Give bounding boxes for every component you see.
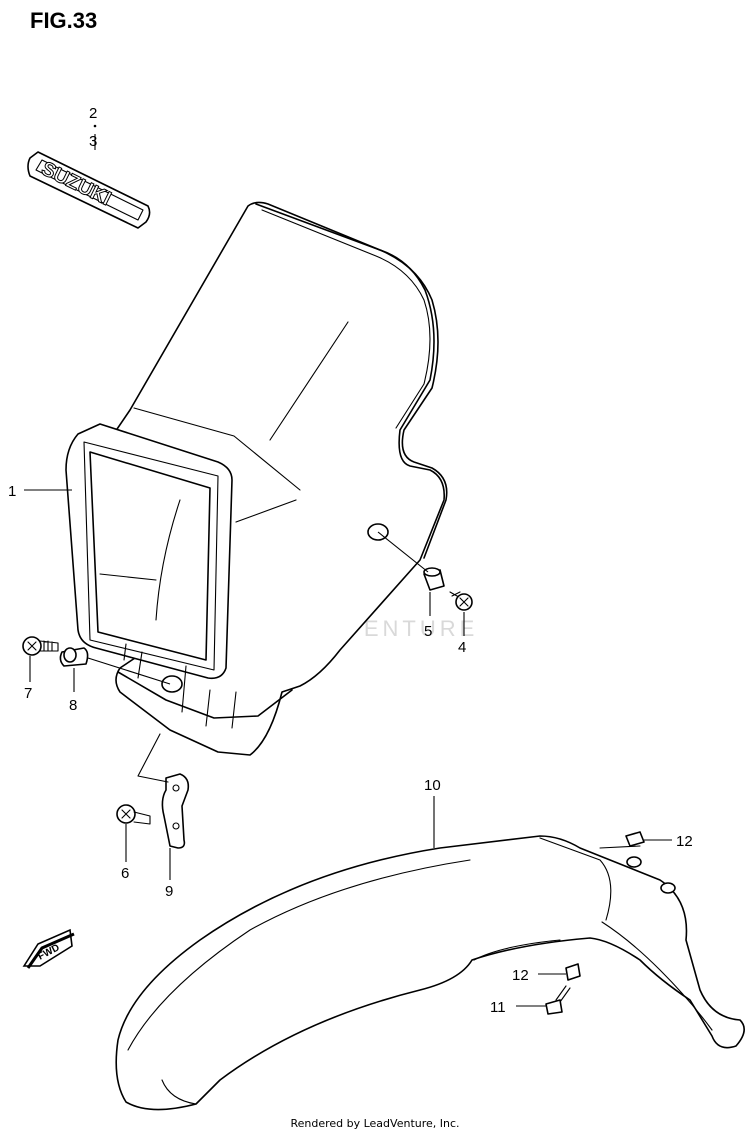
leader-lines	[24, 124, 672, 1007]
callout-10: 10	[424, 777, 441, 794]
nut-12-top	[625, 831, 645, 847]
figure-title: FIG.33	[30, 8, 98, 33]
bolt-6	[116, 804, 151, 825]
spacer-5	[423, 567, 445, 591]
callout-12-lower: 12	[512, 967, 529, 984]
callout-3: 3	[89, 133, 97, 150]
footer-credit: Rendered by LeadVenture, Inc.	[290, 1117, 460, 1130]
front-fender	[115, 835, 745, 1111]
bolt-7	[22, 636, 59, 656]
bracket	[137, 733, 190, 849]
spacer-8	[59, 647, 89, 667]
callout-5: 5	[424, 623, 432, 640]
callout-4: 4	[458, 639, 466, 656]
callout-2: 2	[89, 105, 97, 122]
screw-4	[449, 591, 473, 611]
callout-6: 6	[121, 865, 129, 882]
callout-12-top: 12	[676, 833, 693, 850]
callout-11: 11	[490, 999, 506, 1016]
callout-9: 9	[165, 883, 173, 900]
bolt-11	[545, 985, 571, 1015]
callout-7: 7	[24, 685, 32, 702]
callout-1: 1	[8, 483, 16, 500]
nut-12-lower	[565, 963, 581, 981]
callout-8: 8	[69, 697, 77, 714]
headlight-cover	[65, 201, 448, 756]
fwd-arrow: FWD	[22, 928, 75, 969]
callouts: 2 3 1 5 4 7 8 6 9 10 12 12 11	[8, 105, 693, 1016]
suzuki-emblem: SUZUKI	[27, 151, 151, 229]
